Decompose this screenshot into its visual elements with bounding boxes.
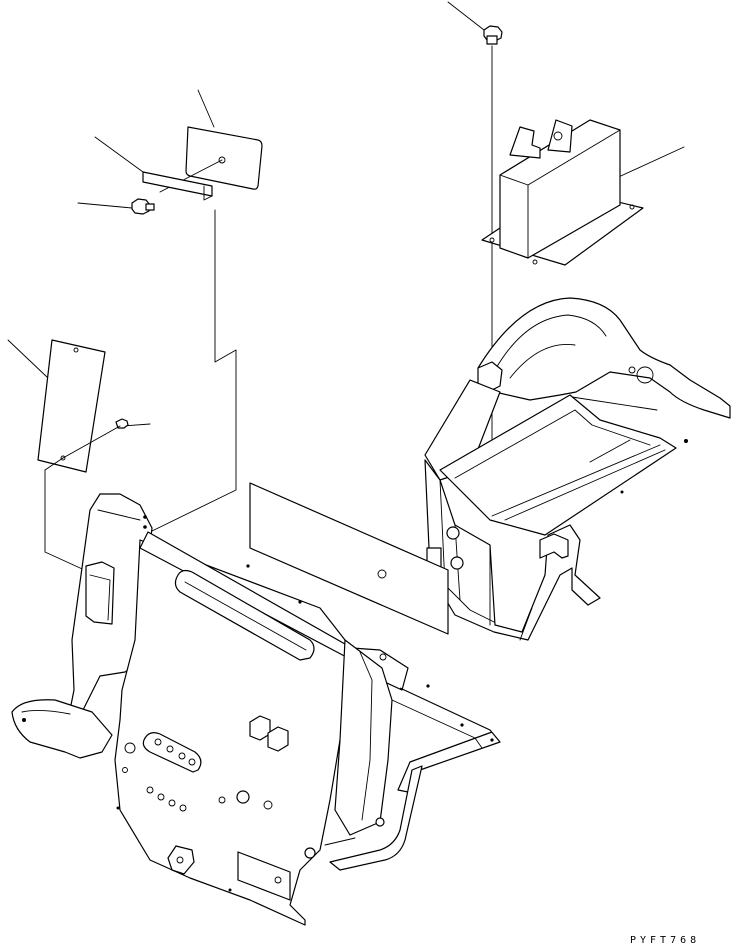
- cover-plate-lower: [7, 339, 151, 579]
- hex-bolt-small: [77, 198, 155, 215]
- controller-box: [481, 119, 685, 266]
- strap-plate: [94, 136, 213, 201]
- cover-plate-upper: [159, 89, 263, 193]
- rear-frame: [424, 297, 731, 641]
- drawing-code: PYFT768: [630, 935, 700, 946]
- main-console-panel: [11, 482, 501, 926]
- top-bolt: [447, 1, 503, 516]
- leader-break-line: [149, 209, 237, 533]
